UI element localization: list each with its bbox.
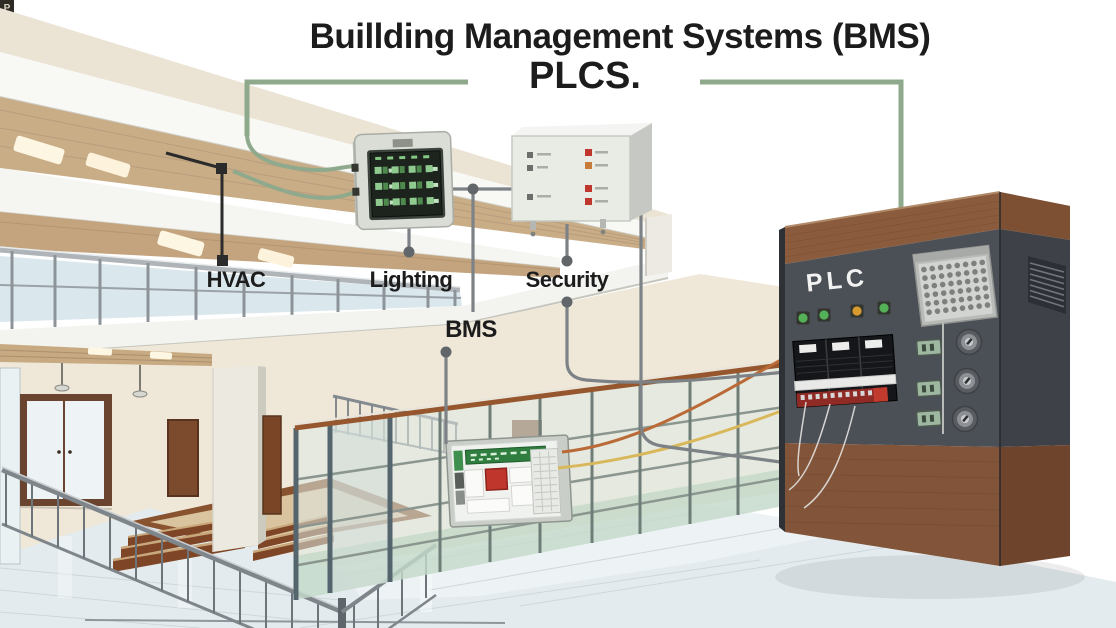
led-icon — [798, 313, 808, 323]
mezzanine-ceiling — [0, 8, 669, 278]
lighting-panel — [351, 130, 455, 231]
pendant-lamp — [54, 363, 148, 398]
wall-top-cap — [294, 361, 790, 431]
lobby-ceiling — [0, 344, 213, 398]
panel-port — [351, 163, 359, 172]
panel-port — [352, 187, 360, 196]
security-panel — [511, 123, 652, 237]
security-indicators-left — [527, 152, 551, 200]
entry-doors — [0, 367, 113, 565]
led-icon — [819, 310, 829, 320]
ceiling-light — [13, 135, 65, 165]
hvac-sensor-drop — [165, 151, 228, 266]
plc-lock-knobs — [951, 328, 983, 433]
alarm-button — [484, 467, 509, 492]
corner-column — [646, 214, 672, 276]
hmi-screen-rows — [374, 165, 439, 207]
diagram-title: Buillding Management Systems (BMS) — [309, 17, 931, 56]
hvac-label: HVAC — [206, 267, 266, 292]
connector-lines — [407, 186, 787, 464]
glass-wall-door — [330, 416, 390, 593]
green-network-lines — [232, 79, 904, 208]
security-label: Security — [525, 267, 609, 292]
plc-cabinet — [779, 191, 1070, 566]
floor-edge-line — [84, 619, 506, 624]
lighting-label: Lighting — [369, 267, 453, 292]
lobby-column — [212, 366, 266, 552]
bms-keypad — [529, 447, 562, 515]
ceiling-light — [157, 230, 205, 257]
diagram-subtitle: PLCS. — [529, 55, 641, 97]
wood-door-1 — [167, 419, 199, 497]
wood-door-2 — [262, 415, 282, 515]
plc-status-leds — [796, 301, 891, 325]
ceiling-light — [257, 248, 295, 268]
ceiling-light — [85, 152, 131, 178]
bms-label: BMS — [445, 316, 497, 343]
plc-module-bay — [792, 334, 898, 408]
bms-wall-panel — [445, 434, 573, 528]
cabinet-shadow — [775, 555, 1085, 599]
led-icon — [852, 306, 862, 316]
vent-grille-icon — [1028, 256, 1066, 314]
yellow-wire — [557, 406, 790, 470]
panel-logo-chip — [392, 138, 413, 148]
patch-cables — [788, 401, 856, 509]
plc-mini-displays — [915, 338, 943, 428]
led-icon — [879, 303, 889, 313]
orange-wire — [561, 355, 787, 454]
mezzanine-balustrade — [0, 246, 462, 329]
security-indicators-right — [585, 149, 608, 205]
plc-keypad — [912, 244, 999, 328]
field-wires — [557, 355, 790, 470]
